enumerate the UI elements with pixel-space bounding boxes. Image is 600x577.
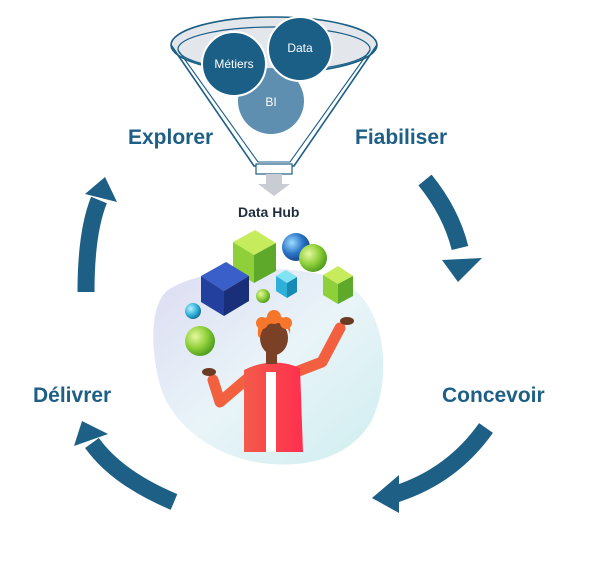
data-funnel: Métiers Data BI [170, 16, 378, 196]
bubble-data [267, 16, 333, 82]
phase-delivrer: Délivrer [33, 384, 112, 407]
green-sphere-icon [299, 244, 327, 272]
arrow-fiabiliser [418, 174, 482, 282]
funnel-output-arrow [258, 184, 290, 196]
phase-explorer: Explorer [128, 126, 214, 149]
bubble-metiers-label: Métiers [214, 57, 253, 71]
phase-fiabiliser: Fiabiliser [355, 126, 448, 149]
arrow-explorer [77, 177, 117, 293]
green-cube-icon [233, 230, 276, 283]
hub-illustration [153, 230, 384, 465]
small-teal-sphere-icon [185, 303, 201, 319]
hub-title: Data Hub [238, 204, 300, 220]
teal-cube-icon [276, 270, 297, 298]
bubble-bi-label: BI [265, 95, 276, 109]
small-green-sphere-icon [256, 289, 270, 303]
blue-cube-icon [201, 262, 249, 316]
green-sphere-left-icon [185, 326, 215, 356]
phase-concevoir: Concevoir [442, 384, 545, 407]
arrow-delivrer [74, 421, 178, 510]
juggler-person-icon [202, 310, 354, 452]
arrow-concevoir [372, 422, 493, 513]
green-cube-small-icon [323, 266, 353, 304]
bubble-data-label: Data [287, 41, 313, 55]
bubble-metiers [201, 31, 267, 97]
